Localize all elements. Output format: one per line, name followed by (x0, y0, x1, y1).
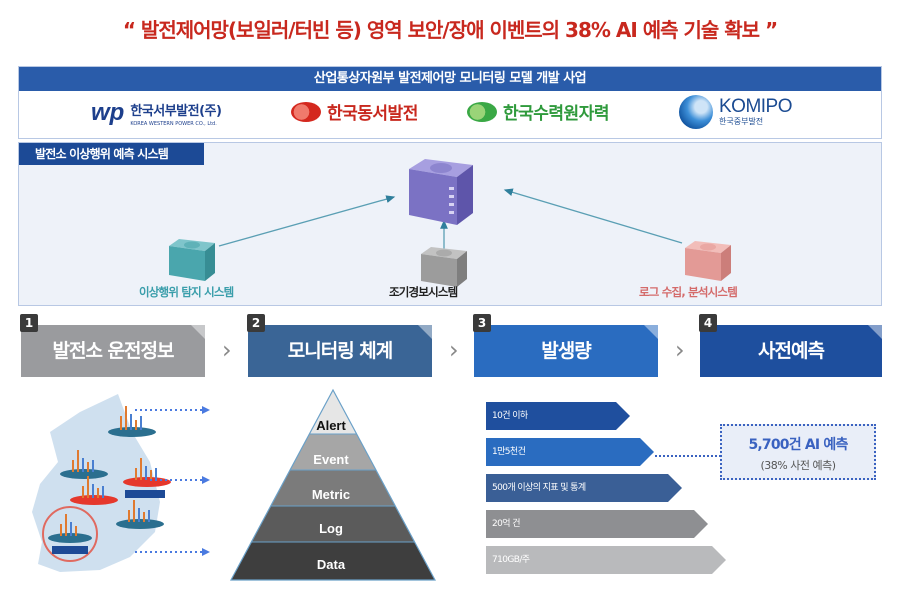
chevron-right-icon: › (222, 336, 232, 364)
corner-fold (191, 325, 205, 339)
step-4: 4 사전예측 (699, 314, 882, 377)
khnp-logo-icon (467, 101, 497, 122)
step-number: 1 (20, 314, 38, 332)
step-3: 3 발생량 (473, 314, 658, 377)
corner-fold (868, 325, 882, 339)
partner-logos: wp 한국서부발전(주) KOREA WESTERN POWER CO., Lt… (19, 91, 881, 139)
pyramid-label-event: Event (313, 452, 349, 467)
plant-cluster (123, 458, 171, 498)
ewp-logo-icon (291, 101, 321, 122)
arrow-red-to-center (503, 188, 683, 244)
corner-fold (644, 325, 658, 339)
kowepo-logo-icon: wp (91, 99, 125, 126)
ewp-logo: 한국동서발전 (291, 99, 418, 124)
chevron-right-icon: › (675, 336, 685, 364)
system-title: 발전소 이상행위 예측 시스템 (19, 143, 204, 165)
log-server-icon (685, 241, 731, 281)
plant-cluster (48, 514, 92, 554)
system-diagram (169, 159, 731, 287)
step-number: 4 (699, 314, 717, 332)
project-banner: 산업통상자원부 발전제어망 모니터링 모델 개발 사업 wp 한국서부발전(주)… (18, 66, 882, 139)
kowepo-logo: wp 한국서부발전(주) KOREA WESTERN POWER CO., Lt… (91, 99, 222, 127)
step-1: 1 발전소 운전정보 (20, 314, 205, 377)
dotted-arrows (135, 406, 210, 556)
komipo-subtitle: 한국중부발전 (719, 117, 764, 126)
chevron-right-icon: › (449, 336, 459, 364)
step-label: 모니터링 체계 (287, 340, 393, 362)
step-number: 2 (247, 314, 265, 332)
volume-bar-log: 20억 건 (486, 510, 708, 538)
system-panel: 발전소 이상행위 예측 시스템 이상행위 탐지 시스템 조기경보시스템 로그 수… (18, 142, 882, 306)
arrow-teal-to-center (218, 195, 396, 247)
plant-cluster (116, 500, 164, 529)
pyramid-label-data: Data (316, 557, 346, 572)
step-label: 발생량 (541, 340, 591, 362)
project-title: 산업통상자원부 발전제어망 모니터링 모델 개발 사업 (19, 67, 881, 91)
volume-bar-data: 710GB/주 (486, 546, 726, 574)
komipo-logo: KOMIPO 한국중부발전 (679, 95, 793, 129)
komipo-name: KOMIPO (719, 96, 793, 117)
highlight-circle (42, 506, 98, 562)
pyramid-label-alert: Alert (316, 418, 346, 433)
kowepo-name: 한국서부발전(주) (130, 103, 222, 119)
node-label-detection: 이상행위 탐지 시스템 (139, 285, 234, 299)
step-label: 발전소 운전정보 (52, 340, 175, 362)
pyramid-label-metric: Metric (311, 487, 351, 502)
prediction-count: 5,700건 AI 예측 (748, 437, 848, 453)
prediction-box: 5,700건 AI 예측 (38% 사전 예측) (720, 424, 876, 480)
step-2: 2 모니터링 체계 (247, 314, 432, 377)
center-server-icon (409, 159, 473, 225)
ewp-name: 한국동서발전 (327, 104, 418, 124)
plant-cluster (60, 450, 108, 479)
korea-map-icon (32, 394, 210, 572)
step-number: 3 (473, 314, 491, 332)
prediction-rate: (38% 사전 예측) (760, 459, 836, 472)
volume-bar-alert: 10건 이하 (486, 402, 630, 430)
khnp-logo: 한국수력원자력 (467, 99, 609, 124)
alert-server-icon (421, 247, 467, 287)
volume-bar-metric: 500개 이상의 지표 및 통계 (486, 474, 682, 502)
corner-fold (418, 325, 432, 339)
node-label-log: 로그 수집, 분석시스템 (639, 285, 738, 299)
komipo-logo-icon (679, 95, 713, 129)
monitoring-pyramid (229, 388, 437, 581)
pyramid-label-log: Log (319, 521, 343, 536)
dotted-connector (655, 455, 721, 457)
plant-cluster (70, 476, 118, 505)
khnp-name: 한국수력원자력 (503, 104, 609, 124)
step-label: 사전예측 (758, 340, 825, 362)
kowepo-subtitle: KOREA WESTERN POWER CO., Ltd. (130, 120, 217, 127)
node-label-alert: 조기경보시스템 (389, 285, 458, 299)
plant-cluster (108, 406, 156, 437)
volume-bar-event: 1만5천건 (486, 438, 654, 466)
headline: “ 발전제어망(보일러/터빈 등) 영역 보안/장애 이벤트의 38% AI 예… (122, 18, 778, 42)
pyramid-tier-data (231, 542, 435, 580)
detection-server-icon (169, 239, 215, 281)
